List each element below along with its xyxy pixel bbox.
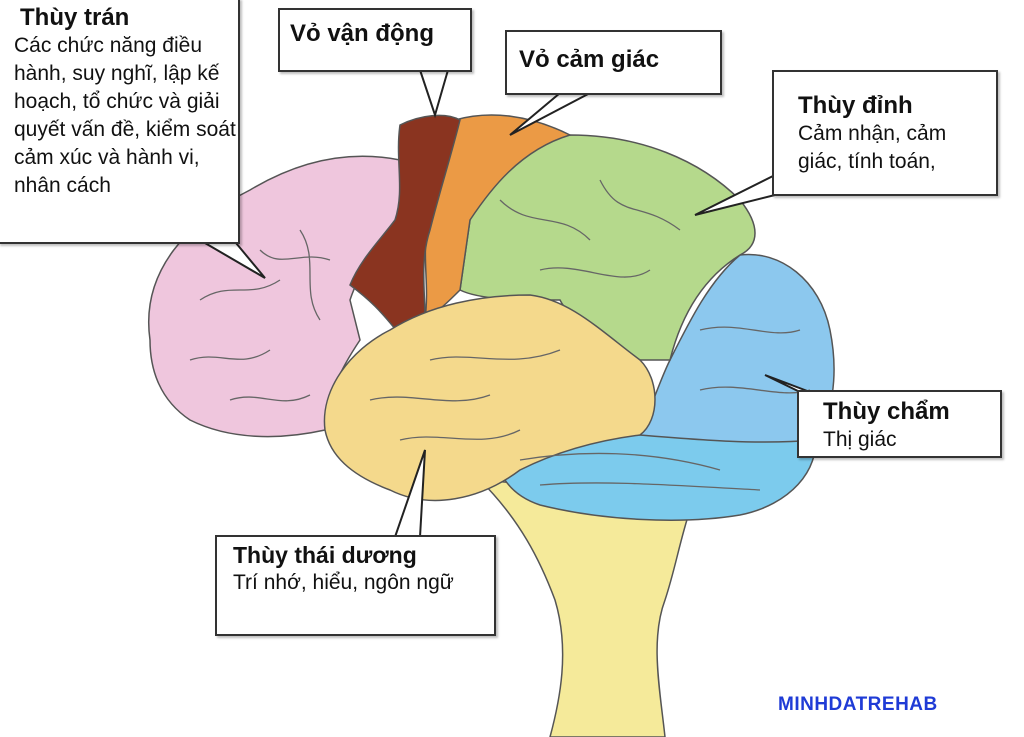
temporal-lobe-title: Thùy thái dương — [233, 542, 417, 568]
motor-cortex-callout: Vỏ vận động — [278, 8, 472, 72]
brainstem — [478, 479, 691, 737]
parietal-lobe-title: Thùy đỉnh — [798, 92, 913, 119]
temporal-lobe-callout: Thùy thái dương Trí nhớ, hiểu, ngôn ngữ — [215, 535, 496, 636]
watermark: MINHDATREHAB — [778, 694, 938, 715]
frontal-lobe-callout: Thùy trán Các chức năng điều hành, suy n… — [0, 0, 240, 244]
parietal-lobe-callout: Thùy đỉnh Cảm nhận, cảm giác, tính toán, — [772, 70, 998, 196]
parietal-lobe-description: Cảm nhận, cảm giác, tính toán, — [798, 122, 947, 173]
motor-cortex-title: Vỏ vận động — [290, 20, 434, 47]
temporal-lobe-description: Trí nhớ, hiểu, ngôn ngữ — [233, 571, 454, 594]
sensory-cortex-callout: Vỏ cảm giác — [505, 30, 722, 95]
occipital-lobe-description: Thị giác — [823, 428, 897, 451]
sensory-cortex-title: Vỏ cảm giác — [519, 46, 660, 73]
occipital-lobe-callout: Thùy chẩm Thị giác — [797, 390, 1002, 458]
frontal-lobe-title: Thùy trán — [20, 4, 130, 31]
occipital-lobe-title: Thùy chẩm — [823, 398, 950, 425]
frontal-lobe-description: Các chức năng điều hành, suy nghĩ, lập k… — [14, 34, 236, 197]
callout-pointers — [204, 69, 811, 538]
